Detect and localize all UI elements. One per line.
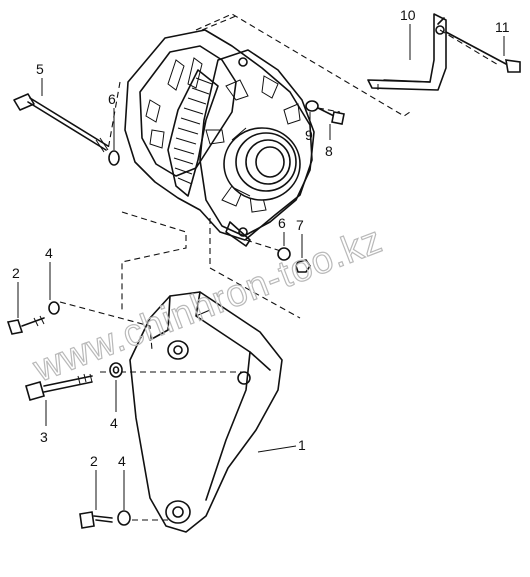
mounting-bracket	[129, 291, 283, 533]
callout-7: 7	[296, 217, 304, 233]
alternator	[124, 29, 315, 247]
washer-9	[305, 100, 319, 112]
callout-11: 11	[495, 19, 510, 35]
fasteners	[6, 31, 521, 529]
nut-7	[295, 259, 311, 273]
callout-6-right: 6	[278, 215, 286, 231]
bolt-11	[445, 31, 521, 73]
callout-6-top: 6	[108, 91, 116, 107]
callout-10: 10	[400, 7, 416, 23]
callout-2-upper: 2	[12, 265, 20, 281]
washer-4-middle	[109, 362, 123, 378]
adjusting-bar	[367, 13, 447, 91]
callout-labels: 5 6 9 8 10 11 6 7 2 4 3 4 1 2 4	[12, 7, 510, 469]
bolt-2-upper	[6, 315, 45, 335]
washer-4-upper	[48, 301, 60, 315]
callout-5: 5	[36, 61, 44, 77]
bolt-3	[25, 373, 93, 401]
callout-4-upper: 4	[45, 245, 53, 261]
washer-6-right	[277, 247, 291, 261]
callout-8: 8	[325, 143, 333, 159]
through-bolt-5	[13, 93, 109, 153]
washer-6-top	[108, 150, 120, 166]
washer-4-lower	[117, 510, 131, 526]
callout-4-lower: 4	[118, 453, 126, 469]
callout-2-lower: 2	[90, 453, 98, 469]
callout-3: 3	[40, 429, 48, 445]
callout-1: 1	[298, 437, 306, 453]
callout-9: 9	[305, 127, 313, 143]
bolt-2-lower	[79, 511, 113, 529]
bolt-8	[317, 107, 345, 125]
leader-lines	[17, 24, 505, 510]
watermark-text: www.chinhron-too.kz	[27, 219, 388, 391]
callout-4-middle: 4	[110, 415, 118, 431]
